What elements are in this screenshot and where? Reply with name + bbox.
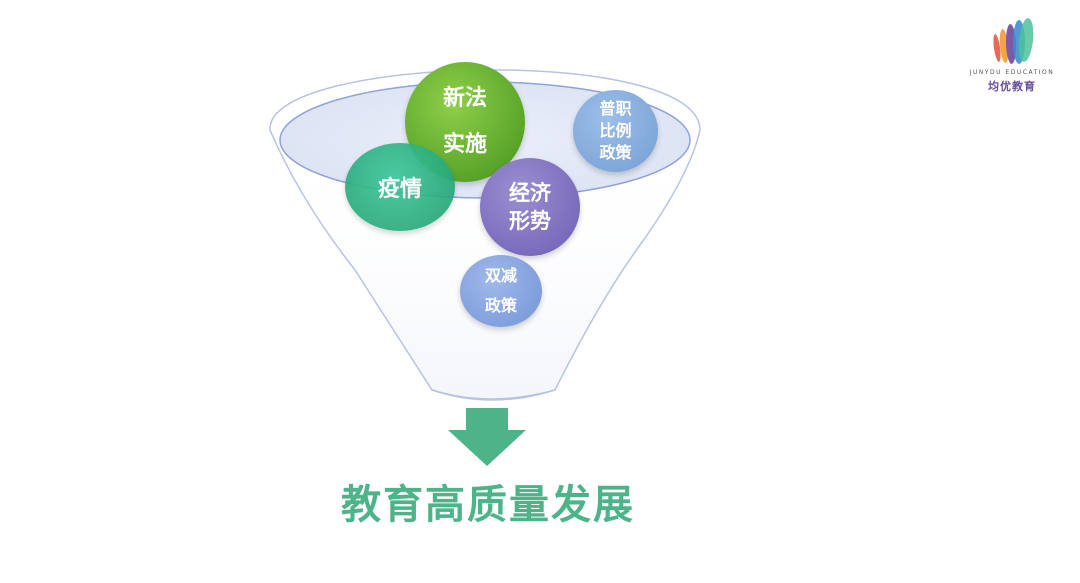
bubble-new-law-line1: 新法 [442,86,487,111]
bubble-vocational-line2: 比例 [599,121,632,140]
bubble-vocational-line3: 政策 [599,143,632,162]
funnel-bottom [431,389,556,401]
bubble-double-reduction-line2: 政策 [484,296,517,315]
bubble-epidemic-line1: 疫情 [377,177,422,202]
bubble-vocational-line1: 普职 [599,99,632,118]
bubble-double-reduction: 双减 政策 [460,255,542,327]
bubble-economy-line2: 形势 [509,209,551,233]
bubble-double-reduction-line1: 双减 [484,266,517,285]
bubble-economy-line1: 经济 [509,181,551,205]
bubble-epidemic: 疫情 [345,143,455,231]
bubble-new-law: 新法 实施 [405,62,525,182]
result-title: 教育高质量发展 [341,482,635,528]
bubble-new-law-line2: 实施 [442,132,487,157]
logo-english-text: JUNYDU EDUCATION [969,69,1055,76]
junyou-logo-icon [993,18,1034,64]
logo-chinese-text: 均优教育 [988,80,1036,93]
bubble-vocational-ratio: 普职 比例 政策 [573,90,658,172]
bubble-economy: 经济 形势 [480,158,580,256]
down-arrow-icon [448,408,526,466]
